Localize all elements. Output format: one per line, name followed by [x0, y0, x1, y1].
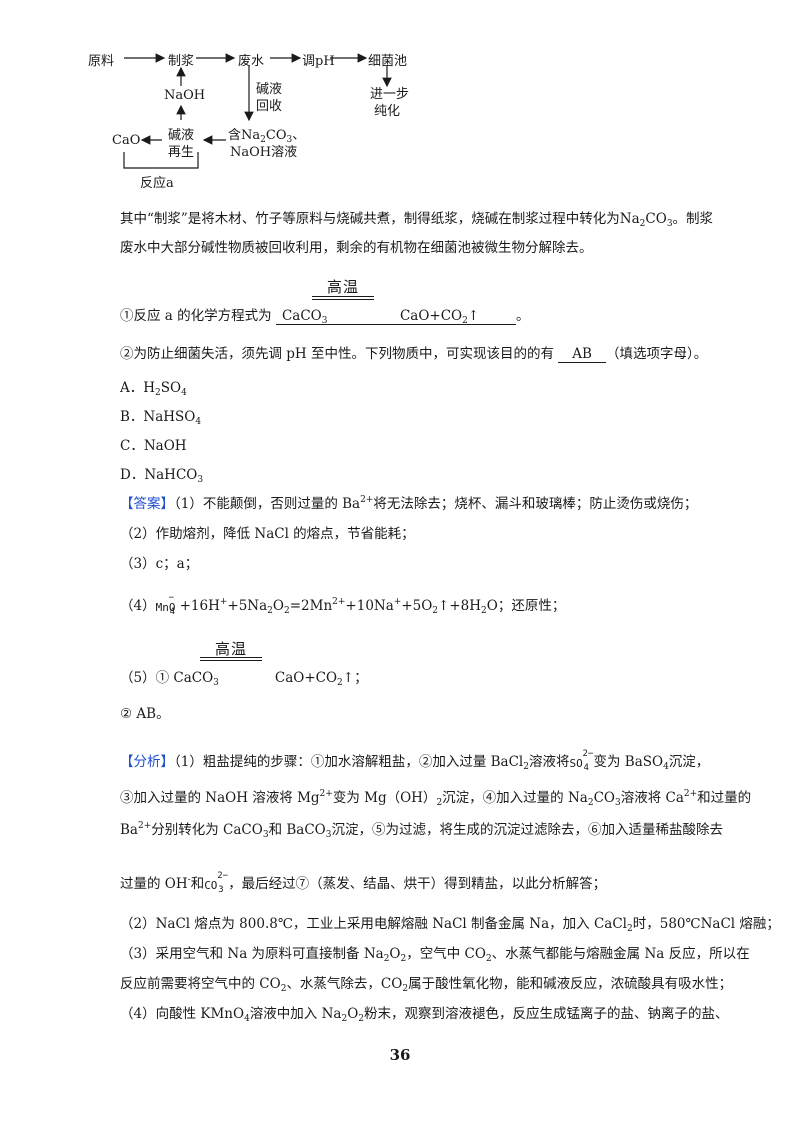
flow-adjust-ph: 调pH — [302, 54, 335, 69]
analysis-5: （2）NaCl 熔点为 800.8℃，工业上采用电解熔融 NaCl 制备金属 N… — [120, 916, 780, 934]
flow-further-purify-2: 纯化 — [374, 104, 401, 119]
flow-pulp: 制浆 — [168, 54, 195, 69]
q2-answer-blank: AB — [558, 346, 606, 363]
heat-label-q1: 高温 — [326, 278, 359, 296]
analysis-7: 反应前需要将空气中的 CO2、水蒸气除去，CO2属于酸性氧化物，能和碱液反应，浓… — [120, 976, 733, 994]
answer-5b: ② AB。 — [120, 706, 170, 722]
q1-left-blank: CaCO3 — [275, 308, 350, 326]
option-d: D．NaHCO3 — [120, 467, 204, 485]
flow-waste-water: 废水 — [238, 54, 265, 69]
heat-bar-q1 — [312, 296, 374, 297]
mno4-ion: MnO−4 — [155, 592, 176, 617]
analysis-tag: 【分析】 — [120, 754, 174, 770]
flow-naoh-solution: NaOH溶液 — [230, 145, 298, 160]
flow-naoh: NaOH — [164, 88, 206, 103]
page-number: 36 — [389, 1046, 411, 1064]
flow-raw: 原料 — [88, 54, 115, 69]
intro-line-1: 其中“制浆”是将木材、竹子等原料与烧碱共煮，制得纸浆，烧碱在制浆过程中转化为Na… — [120, 211, 714, 229]
option-b: B．NaHSO4 — [120, 409, 202, 427]
flow-bacteria-pool: 细菌池 — [368, 54, 408, 69]
heat-bar-ans5 — [200, 657, 262, 658]
heat-bar-q1-2 — [312, 299, 374, 300]
flow-alkali-recover-1: 碱液 — [256, 82, 283, 97]
answer-tag: 【答案】 — [120, 496, 174, 512]
heat-bar-ans5-2 — [200, 660, 262, 661]
answer-1: 【答案】（1）不能颠倒，否则过量的 Ba2+将无法除去；烧杯、漏斗和玻璃棒；防止… — [120, 495, 698, 512]
answer-3: （3）c；a； — [120, 556, 199, 572]
analysis-2: ③加入过量的 NaOH 溶液将 Mg2+变为 Mg（OH）2沉淀，④加入过量的 … — [120, 789, 752, 808]
question-2: ②为防止细菌失活，须先调 pH 至中性。下列物质中，可实现该目的的有 AB（填选… — [120, 346, 708, 363]
flow-further-purify-1: 进一步 — [370, 87, 410, 102]
flow-cao: CaO — [112, 133, 141, 148]
flow-alkali-regen-2: 再生 — [168, 145, 195, 160]
flow-alkali-recover-2: 回收 — [256, 99, 283, 114]
answer-2: （2）作助熔剂，降低 NaCl 的熔点，节省能耗； — [120, 526, 415, 542]
heat-label-ans5: 高温 — [214, 640, 247, 658]
flow-reaction-a: 反应a — [140, 176, 174, 191]
intro-line-2: 废水中大部分碱性物质被回收利用，剩余的有机物在细菌池被微生物分解除去。 — [120, 240, 593, 256]
option-c: C．NaOH — [120, 438, 187, 454]
analysis-3: Ba2+分别转化为 CaCO3和 BaCO3沉淀，⑤为过滤，将生成的沉淀过滤除去… — [120, 821, 723, 840]
analysis-8: （4）向酸性 KMnO4溶液中加入 Na2O2粉末，观察到溶液褪色，反应生成锰离… — [120, 1006, 729, 1024]
analysis-6: （3）采用空气和 Na 为原料可直接制备 Na2O2，空气中 CO2、水蒸气都能… — [120, 946, 750, 964]
q1-right-blank: CaO+CO2↑ — [349, 308, 516, 326]
option-a: A．H2SO4 — [120, 380, 187, 398]
flow-contains-na2co3: 含Na2CO3、 — [228, 128, 306, 145]
flow-alkali-regen-1: 碱液 — [168, 128, 195, 143]
process-flowchart: 原料 制浆 废水 调pH 细菌池 NaOH 碱液 回收 进一步 纯化 CaO 碱… — [0, 0, 800, 200]
answer-4: （4）MnO−4+16H++5Na2O2=2Mn2++10Na++5O2↑+8H… — [120, 592, 566, 617]
flowchart-arrows — [123, 53, 392, 169]
